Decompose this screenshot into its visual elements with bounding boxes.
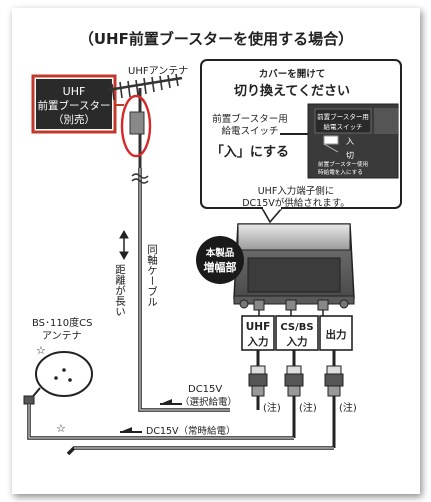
switch-note-1: 前置ブースター使用 (318, 160, 368, 168)
port-uhf-line1: UHF (246, 321, 271, 333)
booster-highlight-ring (120, 94, 152, 158)
uhf-antenna-icon (107, 73, 183, 168)
f-connector-output-icon (324, 365, 344, 397)
antenna-label: UHFアンテナ (128, 65, 188, 77)
note-output: (注) (339, 401, 357, 414)
dc-arrow-constant (120, 427, 142, 433)
switch-note-2: 時給電を入にする (318, 168, 363, 176)
amp-badge: 本製品 増幅部 (196, 236, 244, 284)
port-output: 出力 (319, 315, 353, 351)
supply-note-2: DC15Vが供給されます。 (242, 197, 350, 209)
switch-off-label: 切 (346, 151, 354, 160)
f-connector-csbs-icon (284, 365, 304, 397)
port-csbs-input: CS/BS 入力 (275, 315, 319, 351)
dc-selectable-line1: DC15V (188, 384, 222, 395)
diagram-card: （UHF前置ブースターを使用する場合） UHF 前置ブースター （別売） UHF… (12, 8, 420, 494)
power-switch-toggle (323, 135, 339, 145)
amp-badge-line2: 増幅部 (204, 260, 237, 274)
port-csbs-line1: CS/BS (280, 322, 313, 333)
uhf-booster-box: UHF 前置ブースター （別売） (31, 74, 117, 134)
star-mark-top: ☆ (36, 344, 46, 357)
distance-arrow (119, 229, 129, 261)
dc-constant-label: DC15V（常時給電） (146, 425, 236, 437)
note-csbs: (注) (299, 401, 317, 414)
wiring-diagram: （UHF前置ブースターを使用する場合） UHF 前置ブースター （別売） UHF… (23, 30, 402, 456)
port-uhf-line2: 入力 (248, 335, 269, 348)
dc-arrow-selectable (160, 399, 182, 405)
panel-title-1: 前置ブースター用 (317, 112, 369, 121)
page-title: （UHF前置ブースターを使用する場合） (79, 30, 353, 48)
port-csbs-line2: 入力 (287, 335, 308, 348)
switch-callout: カバーを開けて 切り換えてください 前置ブースター用 給電スイッチ 「入」にする… (200, 59, 402, 209)
note-uhf: (注) (263, 401, 281, 414)
port-output-line1: 出力 (326, 328, 347, 341)
amp-badge-line1: 本製品 (206, 247, 235, 259)
bs-antenna-line2: アンテナ (42, 330, 82, 342)
uhf-booster-line2: 前置ブースター (38, 99, 111, 112)
bs-antenna-line1: BS･110度CS (32, 316, 92, 329)
switch-instruction: 「入」にする (211, 144, 289, 160)
switch-label-1: 前置ブースター用 (212, 113, 288, 125)
star-mark-bottom: ☆ (56, 422, 66, 435)
switch-label-2: 給電スイッチ (221, 125, 278, 137)
amplifier-unit (233, 223, 355, 311)
uhf-booster-line1: UHF (63, 85, 86, 98)
bs-dish-icon (23, 351, 93, 405)
callout-small: カバーを開けて (259, 68, 326, 80)
uhf-booster-line3: （別売） (53, 113, 95, 126)
supply-note-1: UHF入力端子側に (258, 185, 335, 197)
coax-label: 同軸ケーブル (146, 244, 158, 307)
switch-on-label: 入 (346, 137, 354, 146)
dc-selectable-line2: （選択給電） (180, 396, 237, 408)
distance-label: 距離が長い (114, 264, 126, 317)
port-uhf-input: UHF 入力 (241, 315, 275, 351)
switch-panel: 前置ブースター用 給電スイッチ 入 切 前置ブースター使用 時給電を入にする (307, 103, 399, 179)
callout-heading: 切り換えてください (234, 83, 350, 99)
f-connector-uhf-icon (248, 365, 268, 397)
panel-title-2: 給電スイッチ (324, 122, 363, 131)
